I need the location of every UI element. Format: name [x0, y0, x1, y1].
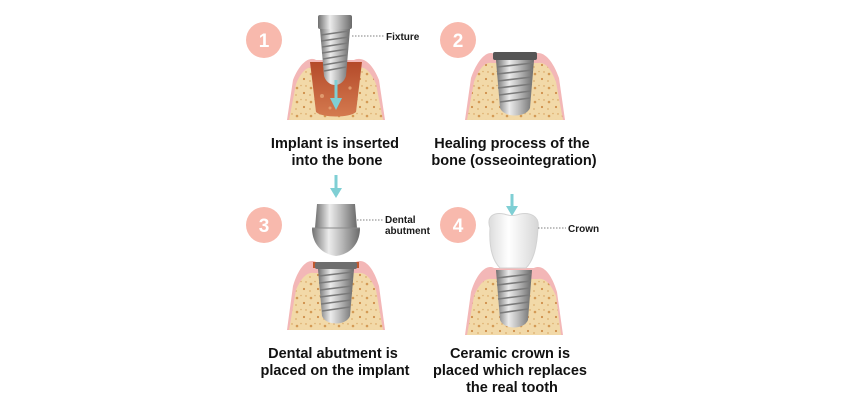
- implant-fixture: [496, 270, 532, 328]
- step-2: 2 Healing process of the bone (osseointe…: [431, 22, 596, 169]
- placement-arrow-icon: [330, 175, 342, 198]
- step-2-caption: Healing process of the bone (osseointegr…: [431, 136, 596, 169]
- step-1: 1: [246, 15, 420, 169]
- step-2-jaw-illustration: [465, 52, 565, 120]
- step-4-jaw-illustration: [465, 267, 563, 335]
- crown-arrow-icon: [506, 194, 518, 216]
- step-1-caption: Implant is inserted into the bone: [271, 136, 403, 169]
- step-4-caption: Ceramic crown is placed which replaces t…: [433, 346, 591, 396]
- ceramic-crown: [489, 214, 538, 268]
- step-3-caption: Dental abutment is placed on the implant: [260, 346, 409, 379]
- step-4-number: 4: [453, 216, 464, 237]
- step-3: 3: [246, 175, 431, 379]
- step-2-number: 2: [453, 31, 464, 52]
- crown-callout: Crown: [568, 224, 599, 235]
- step-4: 4 Crown: [433, 194, 599, 396]
- abutment: [312, 204, 360, 256]
- step-1-number: 1: [259, 31, 270, 52]
- step-1-jaw-illustration: [287, 15, 385, 120]
- abutment-callout: Dental abutment: [385, 215, 431, 237]
- step-3-number: 3: [259, 216, 270, 237]
- step-3-jaw-illustration: [287, 261, 385, 330]
- fixture-callout: Fixture: [386, 32, 420, 43]
